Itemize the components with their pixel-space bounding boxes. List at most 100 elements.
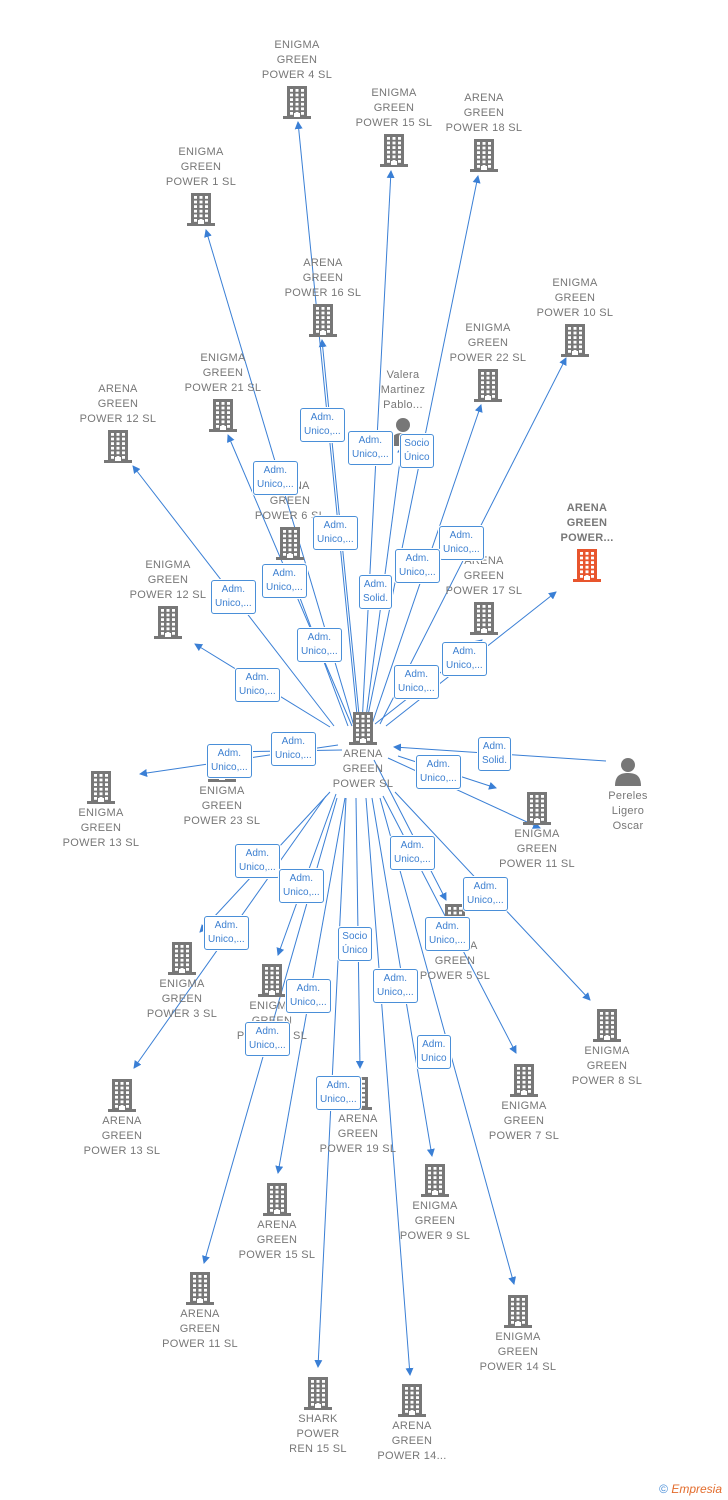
building-icon [424, 138, 544, 172]
relation-label[interactable]: Adm.Solid. [359, 575, 393, 609]
relation-label[interactable]: Adm.Solid. [478, 737, 512, 771]
relation-label-line: Adm. [323, 520, 348, 531]
relation-label-line: Adm. [221, 584, 246, 595]
building-icon [140, 1271, 260, 1305]
relation-label[interactable]: Adm.Unico,... [348, 431, 393, 465]
relation-label[interactable]: Adm.Unico,... [425, 917, 470, 951]
node-label-line: ARENA [180, 1308, 220, 1320]
node-label-line: POWER 22 SL [449, 352, 527, 364]
relation-label[interactable]: Adm.Unico,... [286, 979, 331, 1013]
building-icon [527, 548, 647, 582]
relation-label-line: Adm. [296, 983, 321, 994]
relation-label[interactable]: Adm. Unico,... [245, 1022, 290, 1056]
node-label-line: GREEN [342, 763, 384, 775]
node-label-line: POWER 4 SL [261, 69, 333, 81]
node-label-line: Pereles [608, 790, 648, 802]
relation-label[interactable]: Adm.Unico,... [279, 869, 324, 903]
footer-brand[interactable]: © Empresia [659, 1482, 722, 1496]
relation-label-line: Unico,... [420, 773, 457, 784]
relation-label[interactable]: Adm.Unico [417, 1035, 451, 1069]
relation-label-line: Unico,... [467, 895, 504, 906]
node-label-line: Pablo... [383, 399, 423, 411]
relation-label-line: Único [404, 452, 430, 463]
relation-label[interactable]: Adm.Unico,... [300, 408, 345, 442]
node-label-line: GREEN [463, 570, 505, 582]
relation-label[interactable]: Adm.Unico,... [271, 732, 316, 766]
relation-label[interactable]: Adm.Unico,... [235, 668, 280, 702]
relation-label-line: Unico,... [249, 1040, 286, 1051]
relation-label[interactable]: Adm.Unico,... [463, 877, 508, 911]
relation-label[interactable]: Adm.Unico,... [416, 755, 461, 789]
relation-label[interactable]: Adm.Unico,... [395, 549, 440, 583]
relation-label[interactable]: Adm.Unico,... [316, 1076, 361, 1110]
relation-label[interactable]: Adm.Unico,... [262, 564, 307, 598]
node-label-line: GREEN [434, 955, 476, 967]
relation-label[interactable]: Adm.Unico,... [390, 836, 435, 870]
node-label-line: ARENA [98, 383, 138, 395]
relation-label-line: Adm. [405, 553, 430, 564]
relation-label[interactable]: Adm.Unico,... [235, 844, 280, 878]
relation-label-line: Unico,... [275, 750, 312, 761]
node-label-line: GREEN [161, 993, 203, 1005]
node-label-line: GREEN [180, 161, 222, 173]
node-label-line: POWER 14... [377, 1450, 447, 1462]
relation-label[interactable]: Adm.Unico,... [313, 516, 358, 550]
relation-label[interactable]: Adm.Unico,... [394, 665, 439, 699]
building-icon [141, 192, 261, 226]
relationship-edge [365, 797, 414, 1376]
node-label-line: Martinez [380, 384, 426, 396]
node-label-line: POWER 19 SL [319, 1143, 397, 1155]
relation-label[interactable]: Adm.Unico,... [204, 916, 249, 950]
relation-label-line: Unico,... [377, 987, 414, 998]
node-label-line: GREEN [516, 843, 558, 855]
relation-label[interactable]: Adm.Unico,... [373, 969, 418, 1003]
node-label-line: POWER 11 SL [499, 858, 575, 870]
relation-label-line: Adm. [255, 1026, 280, 1037]
node-label-line: POWER 13 SL [83, 1145, 161, 1157]
relation-label[interactable]: Adm.Unico,... [253, 461, 298, 495]
building-icon [62, 1078, 182, 1112]
relation-label[interactable]: Adm.Unico,... [211, 580, 256, 614]
person-icon [568, 755, 688, 787]
building-icon [230, 526, 350, 560]
node-label-line: ENIGMA [371, 87, 417, 99]
relation-label-line: Unico,... [257, 479, 294, 490]
relation-label[interactable]: Adm.Unico,... [442, 642, 487, 676]
relation-label[interactable]: Adm.Unico,... [297, 628, 342, 662]
node-label-line: POWER 11 SL [162, 1338, 238, 1350]
relation-label[interactable]: Adm.Unico,... [439, 526, 484, 560]
building-icon [334, 133, 454, 167]
node-label-line: GREEN [373, 102, 415, 114]
relation-label[interactable]: Adm.Unico,... [207, 744, 252, 778]
